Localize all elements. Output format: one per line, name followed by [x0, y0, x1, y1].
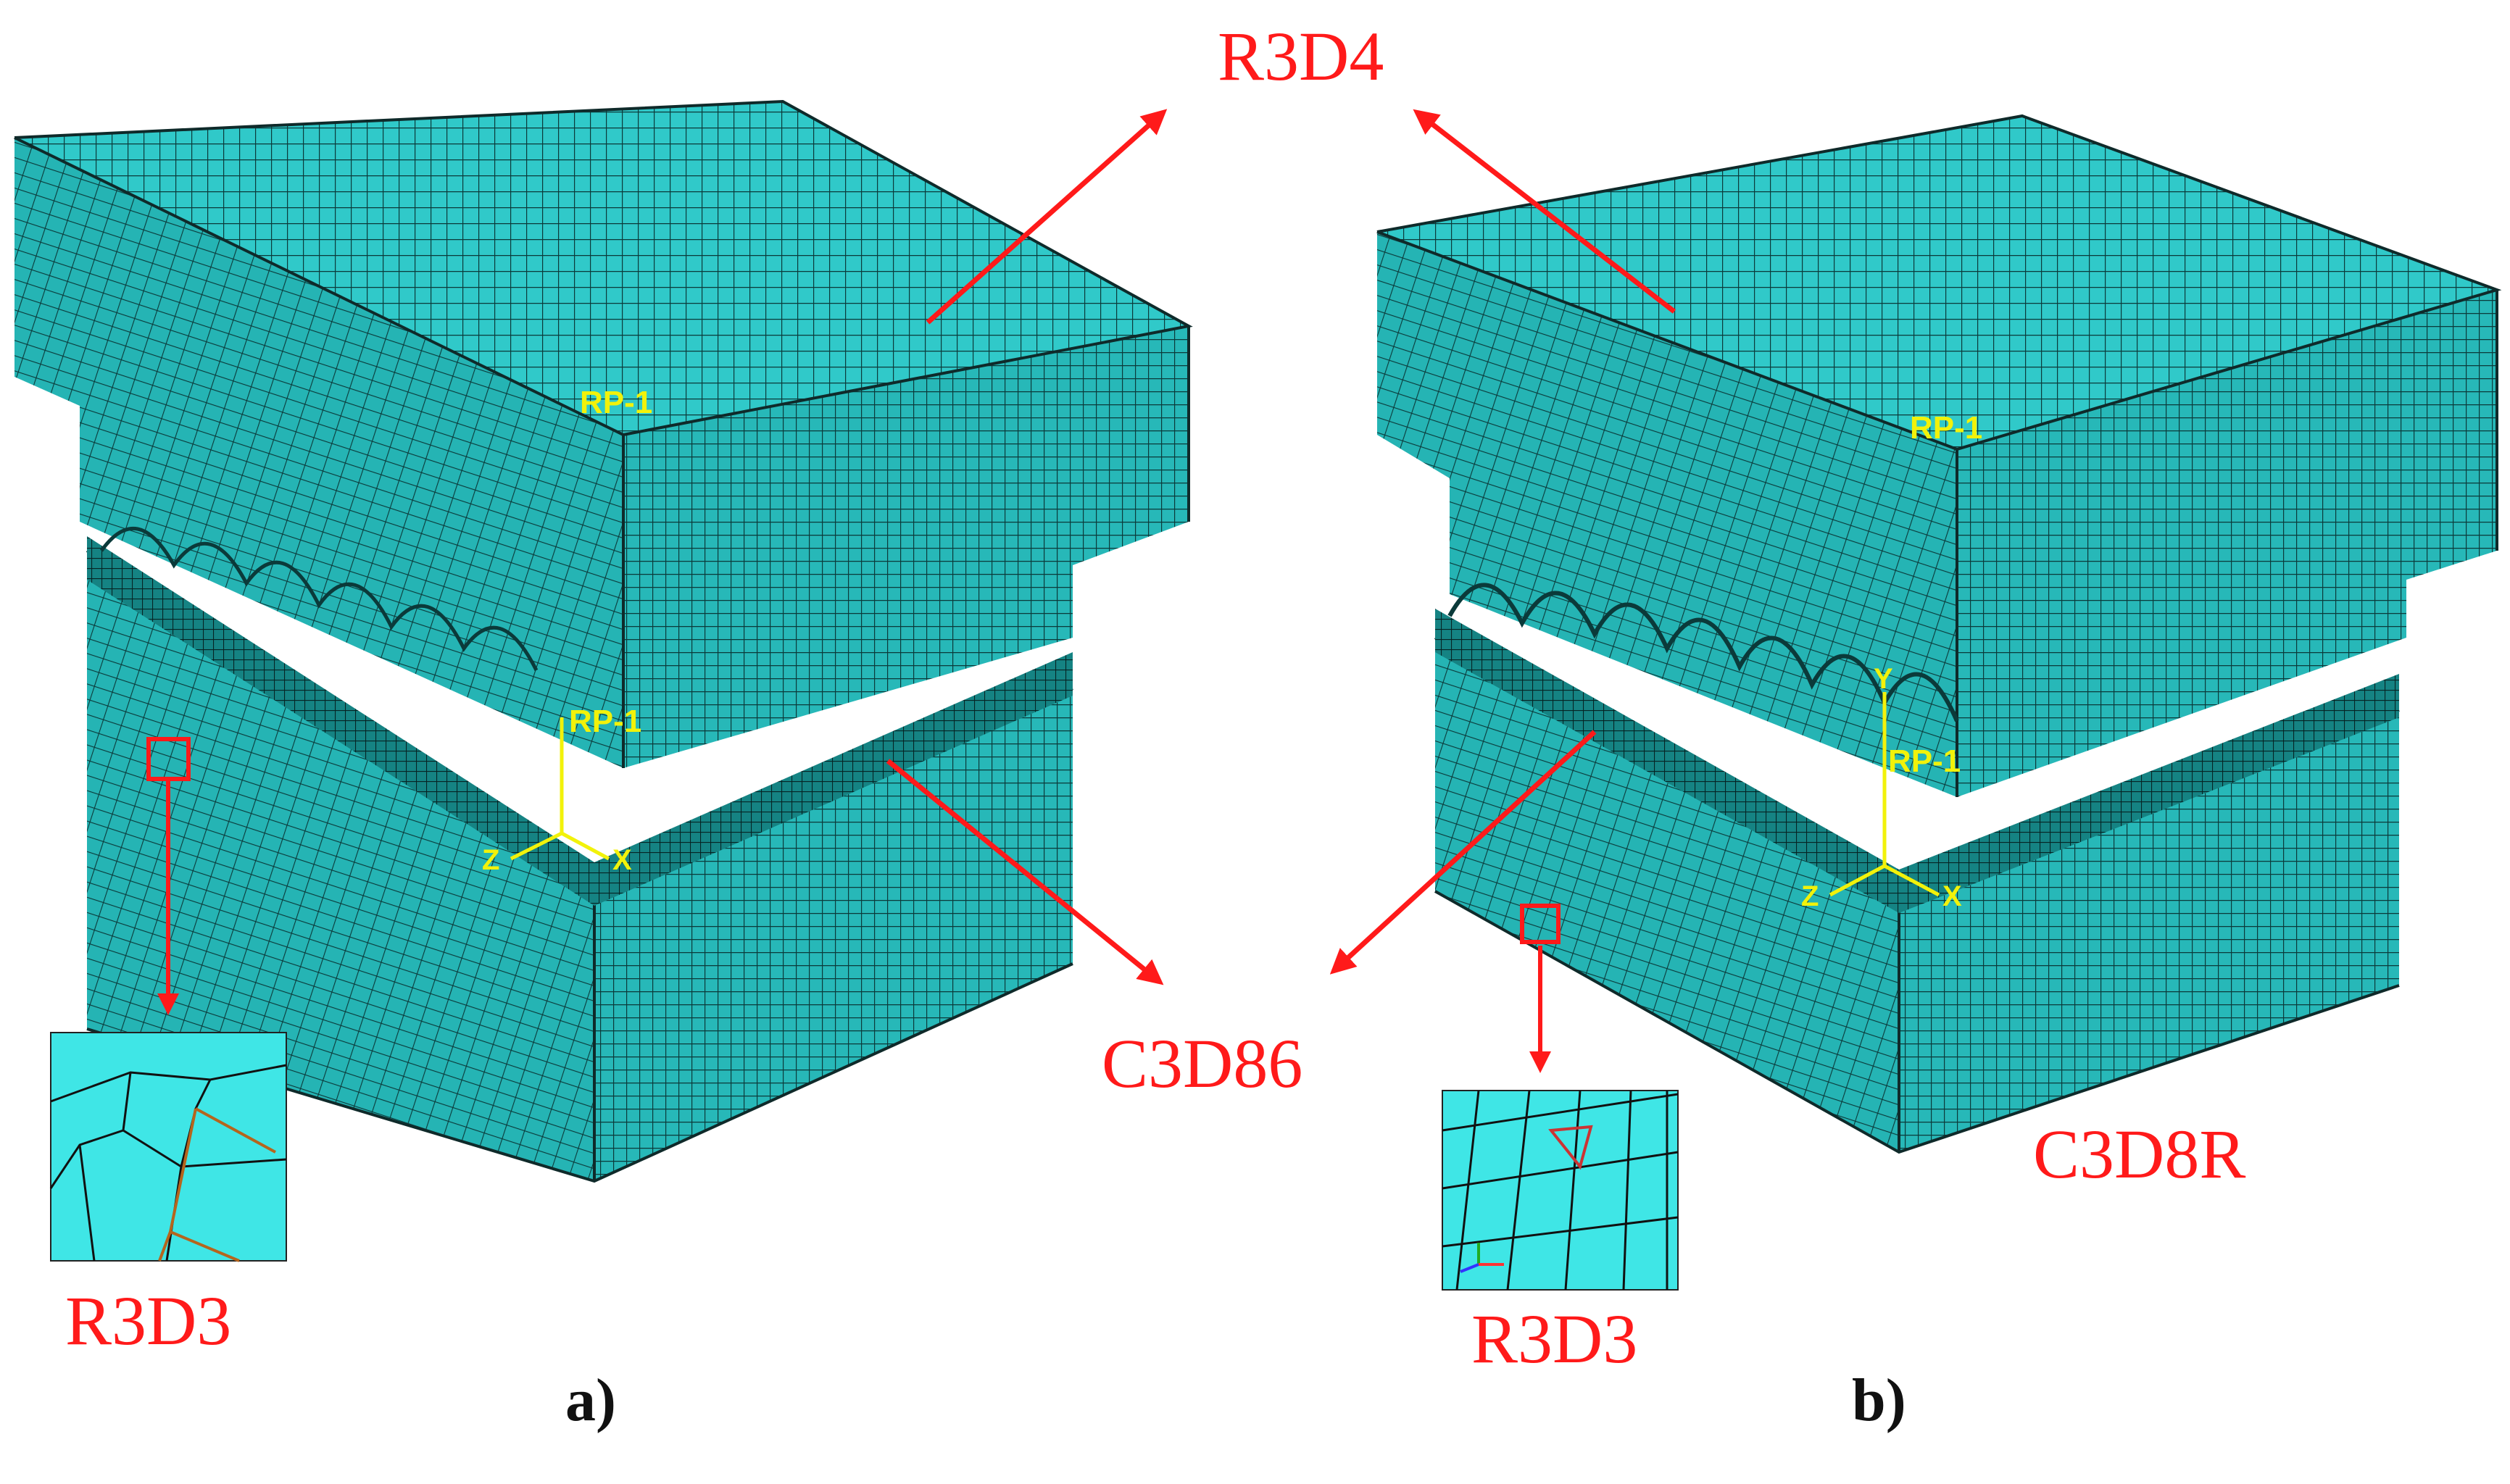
panel-b-bottom-rp-label: RP-1 — [1888, 743, 1961, 779]
label-c3d86: C3D86 — [1102, 1025, 1302, 1102]
panel-a-sheet-right — [594, 652, 1073, 906]
panel-b-sheet-right — [1899, 674, 2399, 913]
panel-b-model — [1376, 114, 2502, 1154]
panel-a-top-rp-label: RP-1 — [580, 385, 652, 420]
panel-b-axis-triad: Y X Z — [1801, 663, 1962, 912]
panel-b-teeth — [1447, 583, 1959, 722]
label-inset-right: R3D3 — [1471, 1300, 1637, 1377]
caption-panel-a: a) — [565, 1367, 616, 1434]
arrow-r3d4-left — [926, 109, 1168, 325]
panel-b-upper-block-front — [1377, 232, 1957, 797]
panel-a-upper-block-right — [623, 326, 1189, 768]
label-inset-left: R3D3 — [65, 1282, 231, 1359]
panel-a-lower-block-front — [87, 551, 594, 1181]
panel-a-upper-block-front — [14, 138, 623, 768]
panel-a-axis-x-label: X — [612, 844, 632, 876]
panel-a-inset — [49, 1032, 287, 1262]
panel-b-inset — [1442, 1090, 1679, 1291]
panel-a-upper-block-top — [14, 101, 1189, 435]
panel-b-lower-block-right — [1899, 710, 2399, 1152]
panel-a-axis-z-label: Z — [482, 844, 499, 876]
panel-b-axis-x-label: X — [1942, 880, 1962, 912]
panel-b-top-rp-label: RP-1 — [1910, 410, 1982, 446]
panel-a-zoom-marker — [146, 737, 191, 781]
panel-b-lower-block-front — [1435, 638, 1899, 1152]
panel-b-upper-block-right — [1957, 290, 2497, 797]
inset-axis-z-icon — [1460, 1263, 1479, 1273]
panel-a-sheet-front — [87, 536, 594, 906]
panel-b-zoom-marker — [1520, 904, 1561, 944]
arrow-c3d86-left — [886, 759, 1164, 985]
arrow-c3d86-right — [1329, 730, 1597, 975]
caption-panel-b: b) — [1852, 1367, 1906, 1434]
panel-b-axis-y-label: Y — [1874, 663, 1893, 695]
panel-b-axis-z-label: Z — [1801, 880, 1819, 912]
label-r3d4: R3D4 — [1218, 17, 1384, 95]
panel-a-teeth — [99, 526, 539, 672]
label-c3d8r: C3D8R — [2033, 1115, 2245, 1193]
panel-a-bottom-rp-label: RP-1 — [569, 704, 641, 739]
panel-a-model — [14, 99, 1193, 1183]
panel-b-upper-block-top — [1377, 116, 2497, 449]
arrow-r3d4-right — [1413, 109, 1676, 314]
panel-b-sheet-front — [1435, 609, 1899, 913]
panel-a-axis-triad: X Z — [482, 717, 632, 876]
